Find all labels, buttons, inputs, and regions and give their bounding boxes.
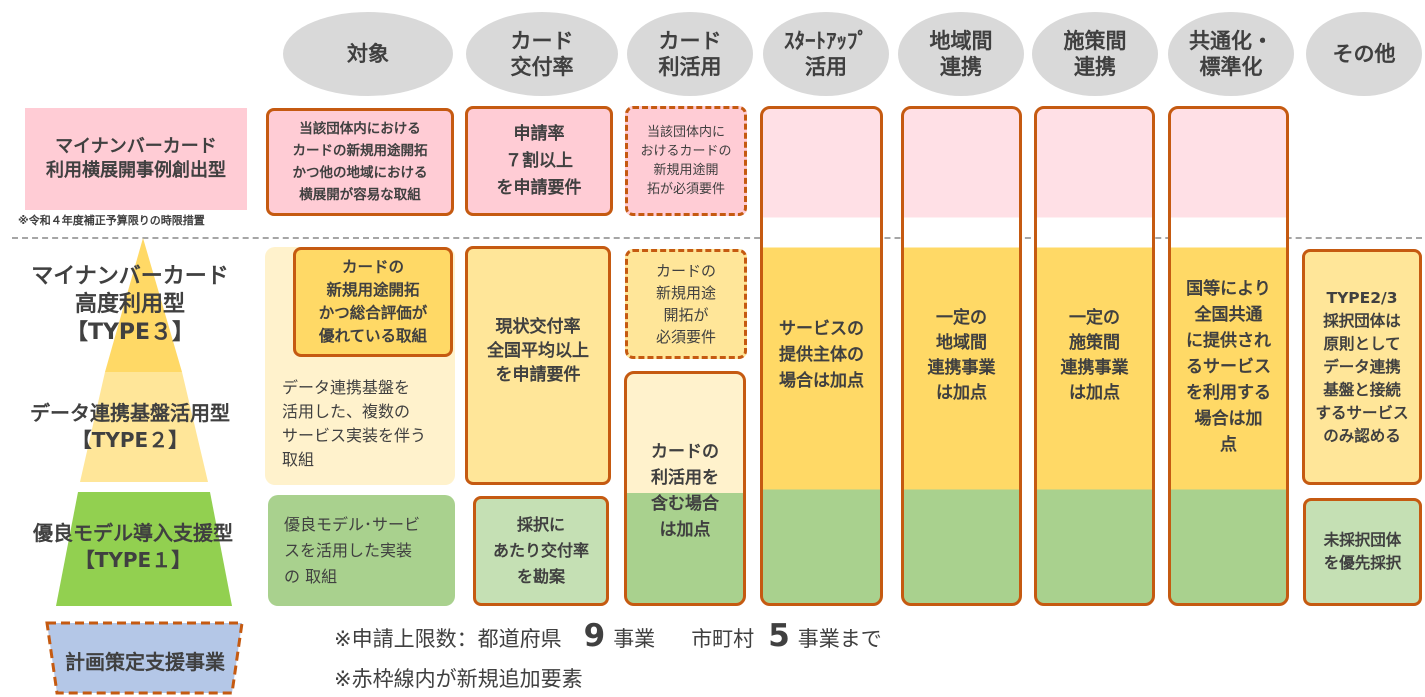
pyramid-bottom [56,492,232,606]
type12-utilization-text: カードの 利活用を 含む場合 は加点 [651,442,719,540]
tier-pyramid [45,238,244,695]
prefecture-limit-number: 9 [583,618,606,654]
type3-target-cell: カードの 新規用途開拓 かつ総合評価が 優れている取組 [293,247,453,357]
startup-text: サービスの 提供主体の 場合は加点 [779,319,864,391]
row-label-creation: マイナンバーカード 利用横展開事例創出型 [25,108,247,210]
header-policy: 施策間 連携 [1032,12,1158,96]
type12-utilization-cell [624,371,746,606]
startup-column [760,106,883,606]
header-card-issuance: カード 交付率 [466,12,618,96]
type3-utilization-cell: カードの 新規用途 開拓が 必須要件 [625,249,747,359]
header-target: 対象 [283,12,453,96]
row-label-planning: 計画策定支援事業 [65,649,225,674]
creation-utilization-cell: 当該団体内に おけるカードの 新規用途開 拓が必須要件 [625,106,747,216]
header-other: その他 [1306,12,1422,96]
standard-text: 国等により 全国共通 に提供され るサービス を利用する 場合は加 点 [1186,279,1271,455]
type1-issuance-cell: 採択に あたり交付率 を勘案 [473,496,609,606]
regional-text: 一定の 地域間 連携事業 は加点 [927,308,996,403]
application-limit-note: ※申請上限数：都道府県 9 事業 市町村 5 事業まで [334,618,1034,654]
row-label-type3: マイナンバーカード 高度利用型 【TYPE３】 [31,264,229,345]
row-label-type1: 優良モデル導入支援型 【TYPE１】 [33,521,233,572]
regional-column [901,106,1022,606]
planning-trapezoid [45,621,244,695]
type1-target-bg [268,495,455,606]
limit-prefix: ※申請上限数：都道府県 [334,627,562,651]
creation-target-cell: 当該団体内における カードの新規用途開拓 かつ他の地域における 横展開が容易な取… [266,108,454,216]
municipality-limit-unit: 事業まで [797,627,882,651]
row-separator [12,237,1422,239]
creation-issuance-cell: 申請率 ７割以上 を申請要件 [465,106,613,216]
type23-issuance-cell: 現状交付率 全国平均以上 を申請要件 [465,246,611,485]
header-card-utilization: カード 利活用 [627,12,753,96]
pyramid-top [105,238,182,372]
municipality-label: 市町村 [691,627,755,651]
policy-text: 一定の 施策間 連携事業 は加点 [1060,308,1129,403]
row-label-type2: データ連携基盤活用型 【TYPE２】 [30,401,230,452]
type1-other-cell: 未採択団体 を優先採択 [1303,498,1422,606]
header-standard: 共通化・ 標準化 [1168,12,1294,96]
pyramid-middle [80,372,208,482]
header-startup: ｽﾀｰﾄｱｯﾌﾟ 活用 [763,12,889,96]
redline-note: ※赤枠線内が新規追加要素 [334,667,583,691]
standard-column [1168,106,1289,606]
type1-target-text: 優良モデル･サービ スを活用した実装 の 取組 [284,515,421,586]
municipality-limit-number: 5 [768,618,790,654]
header-regional: 地域間 連携 [898,12,1024,96]
creation-note: ※令和４年度補正予算限りの時限措置 [18,214,205,227]
prefecture-limit-unit: 事業 [613,627,656,651]
policy-column [1034,106,1155,606]
type2-target-text: データ連携基盤を 活用した、複数の サービス実装を伴う 取組 [282,378,427,469]
type23-other-cell: TYPE2/3 採択団体は 原則として データ連携 基盤と接続 するサービス の… [1302,249,1422,485]
